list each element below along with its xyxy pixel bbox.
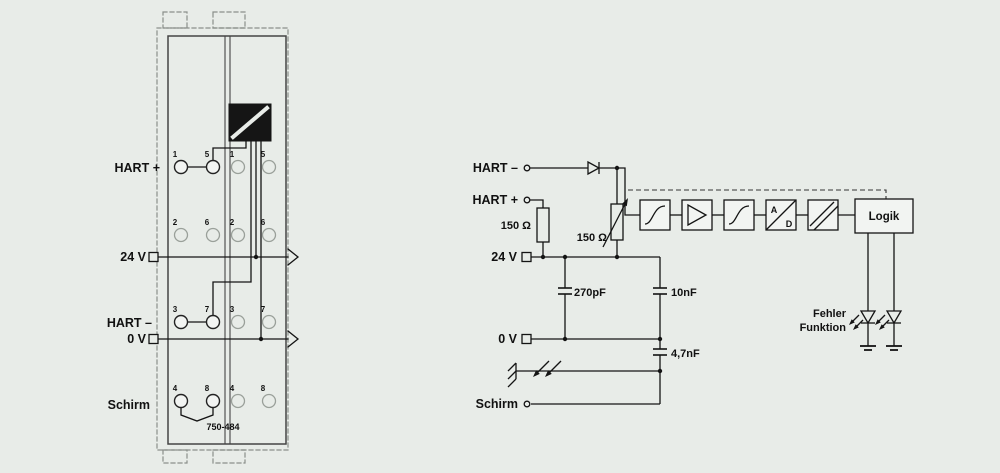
- amplifier-block: [681, 199, 713, 231]
- schematic-view: HART – HART + 24 V 0 V Schirm: [473, 160, 914, 411]
- module-body: [167, 35, 287, 445]
- led-outputs: [851, 233, 903, 351]
- module-view: 1 5 1 5 2 6 2 6 3 7 3 7 4 8 4 8 HART + 2…: [107, 11, 300, 464]
- trimmer-arrow-icon: [602, 198, 628, 248]
- connector-block: [228, 103, 272, 142]
- wire-hart-plus: [212, 140, 247, 161]
- terminal-number: 2: [173, 218, 178, 227]
- module-wiring: [148, 140, 300, 422]
- terminal-number: 6: [261, 218, 266, 227]
- junction-dot: [253, 254, 259, 260]
- led-label-fehler: Fehler: [813, 308, 847, 320]
- led-funktion-icon: [885, 310, 903, 325]
- sch-label-hart-plus: HART +: [473, 193, 519, 207]
- terminal-square-24v: [521, 251, 532, 263]
- wire-hart-minus-b: [599, 167, 640, 216]
- sch-label-schirm: Schirm: [476, 397, 518, 411]
- capacitors: [558, 287, 667, 356]
- sch-label-24v: 24 V: [491, 250, 517, 264]
- resistor-r2: [610, 203, 624, 241]
- terminal-8: [205, 393, 221, 409]
- terminal-number: 7: [205, 305, 210, 314]
- terminal-number: 7: [261, 305, 266, 314]
- terminal-number: 1: [230, 150, 235, 159]
- terminal-number: 3: [173, 305, 178, 314]
- module-label-24v: 24 V: [120, 250, 146, 264]
- capacitor-c2: [653, 287, 667, 295]
- label-r2: 150 Ω: [577, 232, 607, 244]
- terminal-number: 3: [230, 305, 235, 314]
- terminal-dot-hart-plus: [523, 196, 531, 204]
- module-labels: HART + 24 V HART – 0 V Schirm: [107, 161, 160, 412]
- processing-chain: [639, 198, 914, 234]
- wire-hart-minus: [212, 140, 252, 316]
- terminal-4: [173, 393, 189, 409]
- led-label-funktion: Funktion: [800, 322, 847, 334]
- terminal-5: [205, 159, 221, 175]
- isolation-block: [807, 199, 839, 231]
- ad-label-a: A: [771, 205, 778, 215]
- terminal-number: 4: [230, 384, 235, 393]
- power-contact-0v-icon: [287, 330, 300, 348]
- terminal-dot-schirm: [523, 400, 531, 408]
- junction-dot: [258, 336, 264, 342]
- terminal-dot-hart-minus: [523, 164, 531, 172]
- power-contact-24v-icon: [287, 248, 300, 266]
- isolation-boundary: [628, 189, 887, 199]
- terminal-number: 5: [205, 150, 210, 159]
- junction-dots: [540, 165, 663, 374]
- label-r1: 150 Ω: [501, 220, 531, 232]
- module-label-hart-plus: HART +: [115, 161, 161, 175]
- earth-ground-icon: [507, 362, 517, 388]
- led-arrowheads: [849, 319, 885, 330]
- logik-block: [854, 198, 914, 234]
- terminal-square-0v: [521, 333, 532, 345]
- label-c2: 10nF: [671, 287, 697, 299]
- terminal-1: [173, 159, 189, 175]
- terminal-number: 6: [205, 218, 210, 227]
- label-c1: 270pF: [574, 287, 606, 299]
- terminal-number: 5: [261, 150, 266, 159]
- part-number: 750-484: [206, 422, 239, 432]
- schematic-wires: [516, 167, 661, 405]
- terminal-3: [173, 314, 189, 330]
- module-label-schirm: Schirm: [108, 398, 150, 412]
- capacitor-c3: [653, 348, 667, 356]
- field-terminal-0v: [148, 333, 159, 345]
- logik-label: Logik: [869, 211, 900, 223]
- component-labels: 150 Ω 150 Ω 270pF 10nF 4,7nF: [501, 220, 700, 360]
- terminal-numbers: 1 5 1 5 2 6 2 6 3 7 3 7 4 8 4 8: [173, 150, 266, 393]
- filter-block-2: [723, 199, 755, 231]
- module-housing-contour: [156, 11, 289, 464]
- inactive-terminals: [173, 159, 277, 409]
- led-fehler-icon: [859, 310, 877, 325]
- filter-block-1: [639, 199, 671, 231]
- module-label-0v: 0 V: [127, 332, 146, 346]
- terminal-7: [205, 314, 221, 330]
- terminal-number: 2: [230, 218, 235, 227]
- sch-label-0v: 0 V: [498, 332, 517, 346]
- terminal-number: 4: [173, 384, 178, 393]
- filter-curve-icon: [728, 205, 750, 225]
- resistor-r1: [536, 207, 550, 243]
- active-terminals: [173, 159, 221, 409]
- terminal-number: 8: [261, 384, 266, 393]
- surge-arrester-icon: [533, 360, 562, 377]
- terminal-number: 1: [173, 150, 178, 159]
- ad-label-d: D: [786, 219, 793, 229]
- jumper-row4-loop: [180, 406, 214, 422]
- amplifier-triangle-icon: [687, 203, 708, 227]
- wire-hart-plus: [530, 199, 544, 208]
- schematic-labels: HART – HART + 24 V 0 V Schirm: [473, 161, 519, 411]
- filter-curve-icon: [644, 205, 666, 225]
- label-c3: 4,7nF: [671, 348, 700, 360]
- diode-icon: [587, 160, 601, 176]
- field-terminal-24v: [148, 251, 159, 263]
- capacitor-c1: [558, 287, 572, 295]
- sch-label-hart-minus: HART –: [473, 161, 518, 175]
- terminal-number: 8: [205, 384, 210, 393]
- module-label-hart-minus: HART –: [107, 316, 152, 330]
